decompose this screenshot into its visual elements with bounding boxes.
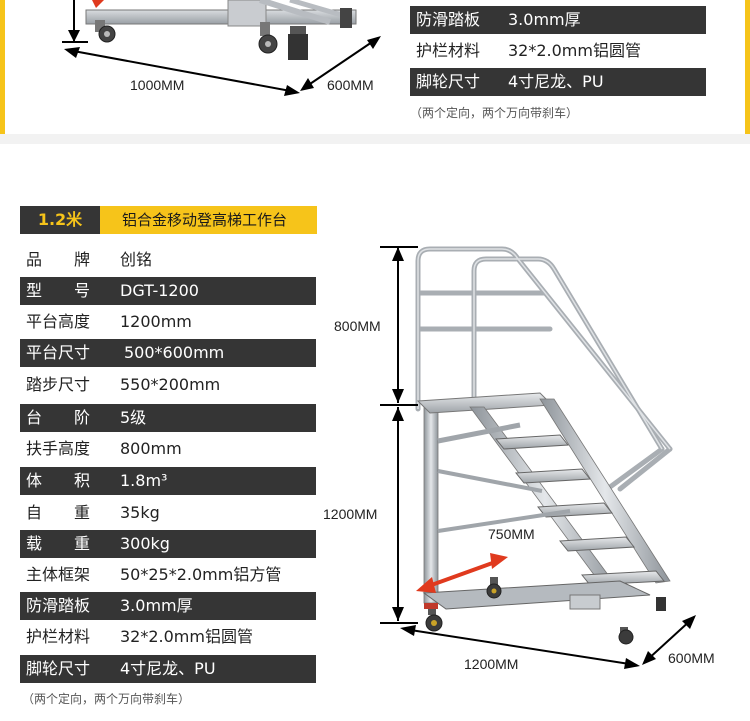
ladder-illustration xyxy=(380,246,696,669)
spec-row-anti-slip: 防滑踏板 3.0mm厚 xyxy=(20,592,316,620)
spec-value: 3.0mm厚 xyxy=(508,10,581,29)
length-dimension: 1200MM xyxy=(464,656,519,672)
width-dimension: 600MM xyxy=(668,650,715,666)
spec-value: 50*25*2.0mm铝方管 xyxy=(120,565,282,584)
spec-key: 体 积 xyxy=(26,471,91,490)
prev-length-dimension: 1000MM xyxy=(130,77,185,93)
spec-row-step-size: 踏步尺寸 550*200mm xyxy=(20,371,316,399)
spec-value: 4寸尼龙、PU xyxy=(508,72,604,91)
spec-value: 800mm xyxy=(120,439,182,458)
prev-width-dimension: 600MM xyxy=(327,77,374,93)
spec-row-weight: 自 重 35kg xyxy=(20,499,316,527)
spec-value: 550*200mm xyxy=(120,375,221,394)
spec-value: 32*2.0mm铝圆管 xyxy=(120,627,253,646)
spec-value: 35kg xyxy=(120,503,160,522)
spec-key: 护栏材料 xyxy=(416,41,481,60)
spec-value: 4寸尼龙、PU xyxy=(120,659,216,678)
platform-height-dimension: 1200MM xyxy=(323,506,378,522)
spec-key: 防滑踏板 xyxy=(26,596,91,615)
handrail-height-dimension: 800MM xyxy=(334,318,381,334)
spec-key: 型 号 xyxy=(26,281,91,300)
spec-key: 平台尺寸 xyxy=(26,343,91,362)
spec-key: 护栏材料 xyxy=(26,627,91,646)
spec-value: 1200mm xyxy=(120,312,192,331)
spec-value: 5级 xyxy=(120,408,147,427)
prev-product-illustration xyxy=(62,0,381,96)
spec-row-volume: 体 积 1.8m³ xyxy=(20,467,316,495)
prev-caster-note: （两个定向，两个万向带刹车） xyxy=(410,106,579,120)
product-name: 铝合金移动登高梯工作台 xyxy=(100,206,317,234)
spec-row-frame: 主体框架 50*25*2.0mm铝方管 xyxy=(20,561,316,589)
caster-note: （两个定向，两个万向带刹车） xyxy=(22,692,191,706)
spec-value: 创铭 xyxy=(120,250,153,269)
spec-row-platform-height: 平台高度 1200mm xyxy=(20,308,316,336)
spec-value: 500*600mm xyxy=(124,343,225,362)
depth-dimension: 750MM xyxy=(488,526,535,542)
spec-key: 载 重 xyxy=(26,534,91,553)
prev-spec-row-guardrail: 护栏材料 32*2.0mm铝圆管 xyxy=(410,37,706,65)
spec-key: 扶手高度 xyxy=(26,439,91,458)
spec-row-load: 载 重 300kg xyxy=(20,530,316,558)
spec-key: 脚轮尺寸 xyxy=(416,72,481,91)
spec-key: 平台高度 xyxy=(26,312,91,331)
spec-row-caster: 脚轮尺寸 4寸尼龙、PU xyxy=(20,655,316,683)
spec-key: 脚轮尺寸 xyxy=(26,659,91,678)
spec-value: DGT-1200 xyxy=(120,281,199,300)
spec-key: 防滑踏板 xyxy=(416,10,481,29)
spec-row-brand: 品 牌 创铭 xyxy=(20,246,316,274)
prev-spec-row-anti-slip: 防滑踏板 3.0mm厚 xyxy=(410,6,706,34)
spec-value: 32*2.0mm铝圆管 xyxy=(508,41,641,60)
product-size-badge: 1.2米 xyxy=(20,206,100,234)
spec-key: 主体框架 xyxy=(26,565,91,584)
accent-border-right xyxy=(745,0,750,134)
spec-value: 1.8m³ xyxy=(120,471,168,490)
spec-row-model: 型 号 DGT-1200 xyxy=(20,277,316,305)
spec-key: 自 重 xyxy=(26,503,91,522)
spec-key: 品 牌 xyxy=(26,250,91,269)
spec-value: 300kg xyxy=(120,534,170,553)
spec-value: 3.0mm厚 xyxy=(120,596,193,615)
spec-key: 踏步尺寸 xyxy=(26,375,91,394)
product-title-bar: 1.2米 铝合金移动登高梯工作台 xyxy=(20,206,317,234)
spec-key: 台 阶 xyxy=(26,408,91,427)
prev-spec-row-caster: 脚轮尺寸 4寸尼龙、PU xyxy=(410,68,706,96)
previous-product-section: 1000MM 600MM 防滑踏板 3.0mm厚 护栏材料 32*2.0mm铝圆… xyxy=(0,0,750,134)
spec-row-steps: 台 阶 5级 xyxy=(20,404,316,432)
accent-border-left xyxy=(0,0,5,134)
section-divider xyxy=(0,134,750,144)
spec-row-platform-size: 平台尺寸 500*600mm xyxy=(20,339,316,367)
spec-row-guardrail: 护栏材料 32*2.0mm铝圆管 xyxy=(20,623,316,651)
spec-row-handrail-height: 扶手高度 800mm xyxy=(20,435,316,463)
